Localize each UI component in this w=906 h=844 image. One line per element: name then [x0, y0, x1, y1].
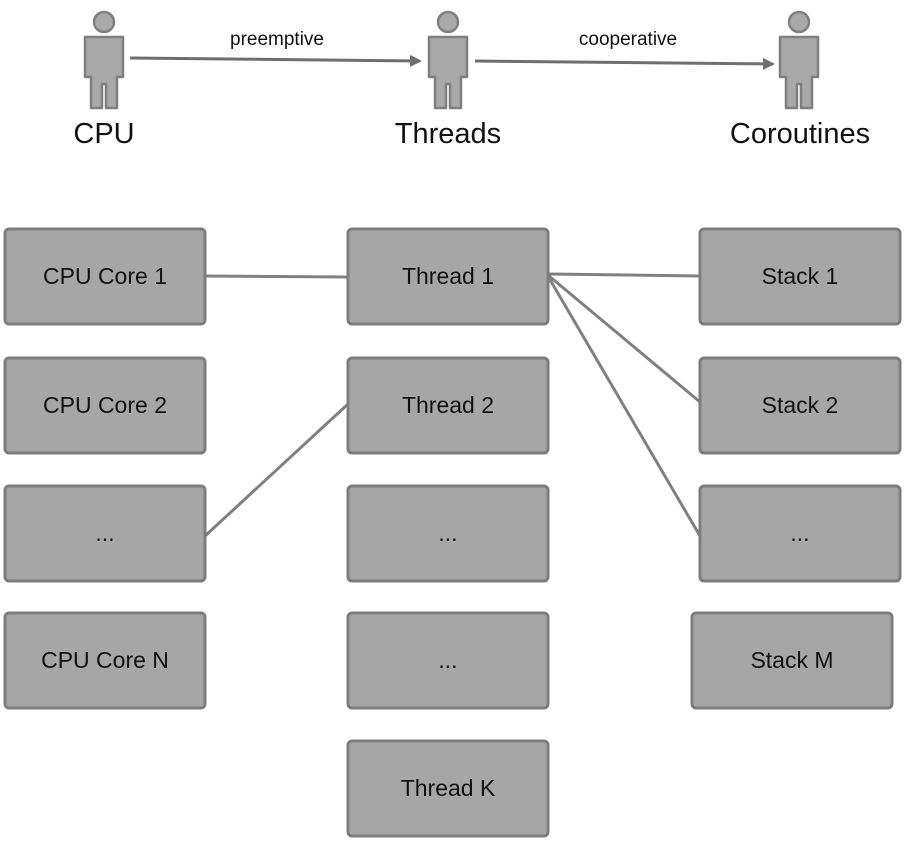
- thread-ellipsis-2-box: [346, 611, 550, 710]
- connections: [203, 272, 702, 538]
- stack-1-label: Stack 1: [761, 263, 839, 289]
- thread-2-box: [346, 356, 550, 455]
- stack-ellipsis-label: ...: [790, 520, 810, 546]
- stack-m-label: Stack M: [750, 647, 834, 673]
- cpu-core-1-label: CPU Core 1: [43, 263, 167, 289]
- connection-thread1-stack1: [548, 272, 701, 278]
- thread-ellipsis-2-label: ...: [438, 647, 458, 673]
- coroutines-actor-label: Coroutines: [729, 118, 871, 150]
- cpu-core-n-label: CPU Core N: [41, 647, 169, 673]
- cpu-core-ellipsis-label: ...: [95, 520, 115, 546]
- cpu-core-2-label: CPU Core 2: [43, 392, 167, 418]
- connection-thread1-stacks-ellipsis: [547, 277, 702, 537]
- cooperative-arrow: [474, 57, 775, 70]
- thread-1-box: [346, 227, 550, 326]
- preemptive-arrow: [129, 54, 422, 67]
- cpu-core-n-box: [3, 611, 207, 710]
- connection-thread1-stack2: [548, 274, 701, 404]
- cooperative-label: cooperative: [578, 29, 678, 50]
- thread-k-label: Thread K: [400, 775, 496, 801]
- cpu-cores-column: [3, 227, 207, 710]
- thread-1-label: Thread 1: [401, 263, 495, 289]
- threads-column: [346, 227, 550, 838]
- stack-2-label: Stack 2: [761, 392, 839, 418]
- preemptive-label: preemptive: [230, 29, 324, 50]
- coroutines-actor-person-icon: [778, 10, 820, 110]
- cpu-actor-label: CPU: [73, 118, 135, 150]
- cpu-actor-person-icon: [83, 10, 125, 110]
- connection-cores-ellipsis-thread2: [203, 402, 350, 538]
- stacks-column: [690, 227, 902, 710]
- threads-actor-person-icon: [427, 10, 469, 110]
- connection-core1-thread1: [204, 274, 349, 279]
- stack-1-box: [698, 227, 902, 326]
- thread-k-box: [346, 739, 550, 838]
- cpu-core-2-box: [3, 356, 207, 455]
- threads-actor-label: Threads: [394, 118, 502, 150]
- cpu-core-1-box: [3, 227, 207, 326]
- stack-m-box: [690, 611, 894, 710]
- thread-ellipsis-1-box: [346, 484, 550, 583]
- thread-ellipsis-1-label: ...: [438, 520, 458, 546]
- stack-2-box: [698, 356, 902, 455]
- thread-2-label: Thread 2: [401, 392, 495, 418]
- cpu-core-ellipsis-box: [3, 484, 207, 583]
- stack-ellipsis-box: [698, 484, 902, 583]
